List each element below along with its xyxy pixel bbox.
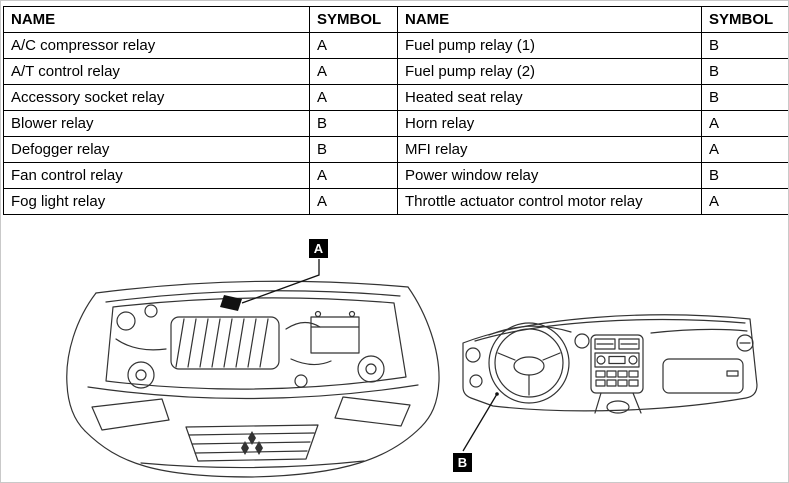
location-label-a: A [309, 239, 328, 258]
front-grille [185, 424, 319, 462]
center-stack [590, 334, 644, 394]
relay-name-cell: Fuel pump relay (2) [397, 58, 702, 85]
column-header-symbol-left: SYMBOL [309, 6, 398, 33]
relay-symbol-cell: A [309, 188, 398, 215]
dashboard-linework [462, 314, 758, 414]
relay-name-cell: Horn relay [397, 110, 702, 137]
engine-bay-linework [66, 280, 440, 478]
figures-area: A [1, 225, 788, 482]
relay-name-cell: Fuel pump relay (1) [397, 32, 702, 59]
relay-name-cell: Fog light relay [3, 188, 310, 215]
relay-symbol-cell: A [309, 32, 398, 59]
relay-name-cell: A/T control relay [3, 58, 310, 85]
battery [310, 316, 360, 354]
relay-name-cell: Power window relay [397, 162, 702, 189]
engine-bay-illustration [66, 259, 440, 478]
relay-name-cell: Fan control relay [3, 162, 310, 189]
relay-name-cell: Accessory socket relay [3, 84, 310, 111]
relay-symbol-cell: A [701, 136, 788, 163]
column-header-symbol-right: SYMBOL [701, 6, 788, 33]
headlight-right [334, 396, 411, 427]
relay-box-marker-a [220, 295, 242, 311]
relay-symbol-cell: B [309, 110, 398, 137]
leader-line-b [462, 393, 498, 452]
steering-wheel [488, 322, 570, 404]
relay-symbol-cell: B [309, 136, 398, 163]
relay-name-cell: Blower relay [3, 110, 310, 137]
relay-name-cell: MFI relay [397, 136, 702, 163]
relay-name-cell: A/C compressor relay [3, 32, 310, 59]
relay-symbol-cell: A [309, 58, 398, 85]
header-row: NAME SYMBOL NAME SYMBOL [3, 6, 788, 33]
relay-symbol-cell: A [701, 188, 788, 215]
column-header-name-left: NAME [3, 6, 310, 33]
relay-symbol-cell: B [701, 84, 788, 111]
relay-box-marker-b [495, 392, 499, 396]
leader-line-a [241, 259, 320, 304]
dashboard-illustration [462, 314, 758, 452]
relay-symbol-cell: B [701, 58, 788, 85]
relay-symbol-cell: A [309, 84, 398, 111]
relay-name-cell: Heated seat relay [397, 84, 702, 111]
relay-symbol-cell: B [701, 32, 788, 59]
engine-cam-cover [170, 316, 280, 370]
relay-name-cell: Defogger relay [3, 136, 310, 163]
column-header-name-right: NAME [397, 6, 702, 33]
brand-emblem-icon [241, 431, 263, 455]
relay-symbol-cell: B [701, 162, 788, 189]
relay-symbol-cell: A [701, 110, 788, 137]
relay-table-head: NAME SYMBOL NAME SYMBOL [3, 6, 788, 33]
location-label-b: B [453, 453, 472, 472]
relay-table: NAME SYMBOL NAME SYMBOL A/C compressor r… [3, 6, 788, 215]
glove-box [662, 358, 744, 394]
relay-name-cell: Throttle actuator control motor relay [397, 188, 702, 215]
headlight-left [91, 398, 170, 431]
relay-symbol-cell: A [309, 162, 398, 189]
